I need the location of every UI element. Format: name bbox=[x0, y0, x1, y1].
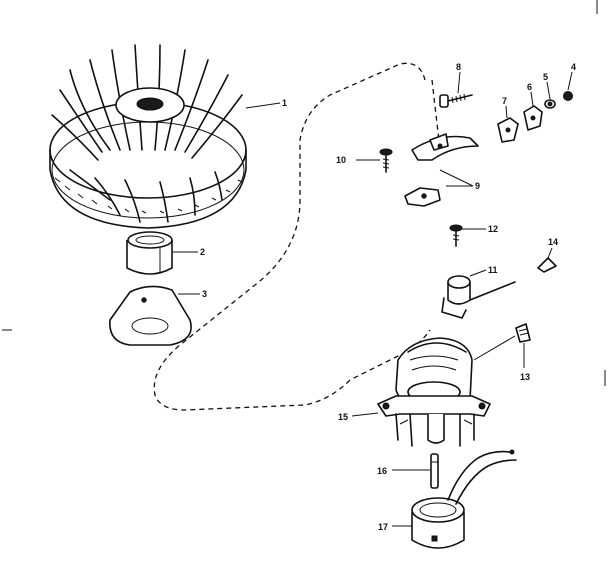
bushing bbox=[126, 231, 173, 275]
callout-16: 16 bbox=[377, 466, 387, 476]
leader-8 bbox=[457, 71, 461, 94]
shaft bbox=[430, 453, 439, 489]
leader-9b bbox=[439, 169, 474, 187]
flywheel bbox=[49, 44, 247, 229]
points-bracket bbox=[404, 133, 479, 207]
callout-4: 4 bbox=[571, 62, 576, 72]
callout-15: 15 bbox=[338, 412, 348, 422]
screw-8 bbox=[439, 93, 473, 108]
ignition-coil bbox=[411, 449, 517, 549]
callout-8: 8 bbox=[456, 62, 461, 72]
callout-14: 14 bbox=[548, 237, 558, 247]
leader-13b bbox=[473, 335, 516, 361]
leader-15 bbox=[351, 412, 379, 417]
leader-6 bbox=[530, 91, 534, 107]
terminal-6 bbox=[523, 105, 543, 131]
mounting-plate bbox=[109, 285, 192, 346]
callout-5: 5 bbox=[543, 72, 548, 82]
callout-9: 9 bbox=[475, 181, 480, 191]
screw-10 bbox=[379, 148, 393, 173]
washer-5 bbox=[544, 99, 556, 109]
nut-4 bbox=[563, 91, 573, 101]
callout-11: 11 bbox=[488, 265, 498, 275]
callout-13: 13 bbox=[520, 372, 530, 382]
callout-1: 1 bbox=[282, 98, 287, 108]
callout-2: 2 bbox=[200, 247, 205, 257]
callout-17: 17 bbox=[378, 522, 388, 532]
screw-12 bbox=[449, 224, 463, 247]
callout-12: 12 bbox=[488, 224, 498, 234]
leader-1 bbox=[245, 102, 281, 109]
callout-10: 10 bbox=[336, 155, 346, 165]
ground-wire-route bbox=[153, 62, 431, 411]
callout-3: 3 bbox=[202, 289, 207, 299]
pad-13 bbox=[515, 323, 531, 343]
leader-4 bbox=[567, 71, 573, 91]
leader-7 bbox=[505, 105, 508, 119]
leader-11 bbox=[469, 269, 487, 277]
callout-6: 6 bbox=[527, 82, 532, 92]
leader-5 bbox=[546, 81, 551, 100]
condenser bbox=[441, 275, 516, 319]
callout-7: 7 bbox=[502, 96, 507, 106]
magneto-housing bbox=[377, 337, 491, 447]
bracket-7 bbox=[497, 117, 519, 143]
wire-clip bbox=[537, 247, 557, 273]
